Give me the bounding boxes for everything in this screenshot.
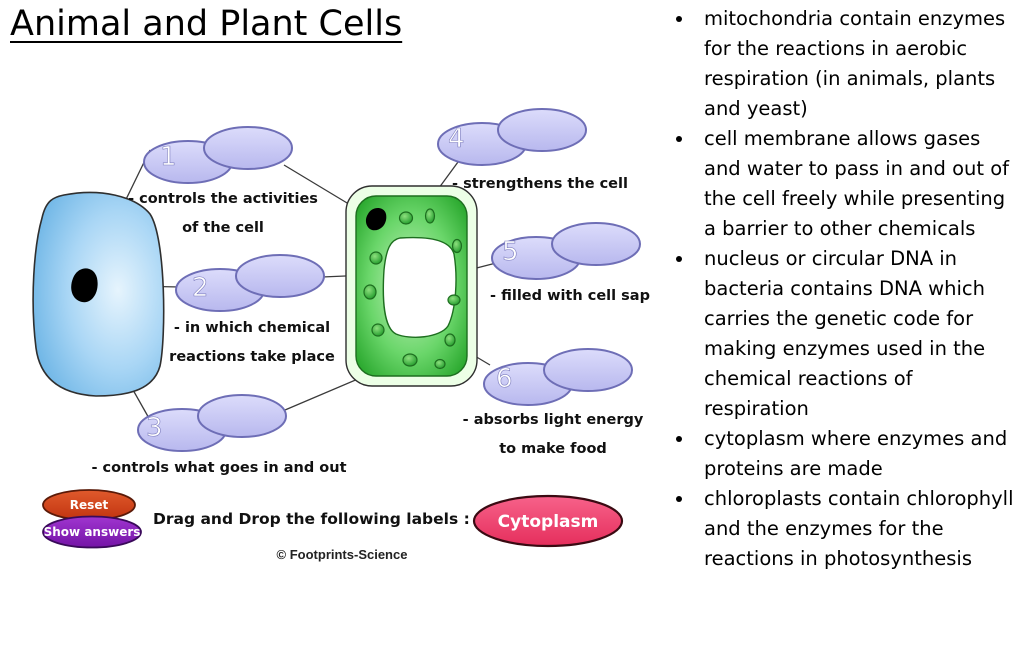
- chloroplasts: [363, 208, 463, 370]
- drop-zone-1[interactable]: 1: [143, 126, 293, 184]
- copyright-notice: © Footprints-Science: [277, 547, 408, 562]
- drop-zone-number: 6: [496, 364, 513, 394]
- drop-zone-6[interactable]: 6: [483, 348, 633, 406]
- page-title: Animal and Plant Cells: [10, 4, 403, 44]
- plant-vacuole: [382, 236, 457, 338]
- plant-nucleus: [365, 208, 387, 231]
- caption-4-line-1: - strengthens the cell: [452, 176, 628, 192]
- cytoplasm-draggable-text: Cytoplasm: [498, 512, 599, 532]
- show-answers-button-label: Show answers: [44, 525, 141, 539]
- chloroplast: [447, 294, 461, 306]
- caption-2-line-2: reactions take place: [169, 349, 335, 365]
- caption-3-line-1: - controls what goes in and out: [91, 460, 346, 476]
- drop-zone-number: 3: [146, 413, 163, 443]
- animal-cell-membrane: [32, 191, 165, 397]
- drop-zone-number: 4: [448, 124, 465, 154]
- chloroplast: [444, 333, 456, 347]
- drop-zone-5[interactable]: 5: [491, 222, 641, 280]
- caption-6-line-1: - absorbs light energy: [463, 412, 644, 428]
- drop-zone-number: 2: [192, 273, 209, 303]
- drop-zone-number: 1: [160, 142, 177, 172]
- chloroplast: [398, 211, 414, 225]
- show-answers-button[interactable]: Show answers: [42, 515, 142, 549]
- drop-zone-4[interactable]: 4: [437, 108, 587, 166]
- chloroplast: [371, 323, 385, 337]
- chloroplast: [402, 353, 418, 367]
- drop-zone-3[interactable]: 3: [137, 394, 287, 452]
- drop-zone-number: 5: [502, 237, 519, 267]
- cytoplasm-draggable-label[interactable]: Cytoplasm: [472, 494, 624, 548]
- animal-cell: [32, 191, 165, 397]
- chloroplast: [369, 251, 383, 265]
- caption-2-line-1: - in which chemical: [174, 320, 330, 336]
- captions: - controls the activities of the cell - …: [91, 176, 649, 476]
- reset-button[interactable]: Reset: [42, 489, 136, 521]
- chloroplast: [434, 358, 446, 370]
- fact-cytoplasm: cytoplasm where enzymes and proteins are…: [668, 424, 1020, 484]
- drop-zone-2[interactable]: 2: [175, 254, 325, 312]
- fact-chloroplasts: chloroplasts contain chlorophyll and the…: [668, 484, 1020, 574]
- drag-drop-instruction: Drag and Drop the following labels :: [153, 510, 470, 528]
- chloroplast: [363, 284, 377, 300]
- fact-cell-membrane: cell membrane allows gases and water to …: [668, 124, 1020, 244]
- chloroplast: [424, 208, 436, 224]
- fact-mitochondria: mitochondria contain enzymes for the rea…: [668, 4, 1020, 124]
- chloroplast: [451, 238, 463, 254]
- caption-1-line-1: - controls the activities: [128, 191, 318, 207]
- facts-list: mitochondria contain enzymes for the rea…: [668, 4, 1020, 574]
- caption-6-line-2: to make food: [499, 441, 607, 457]
- cell-diagram: 1 2 3 4 5 6 - controls the activities of…: [32, 108, 650, 562]
- fact-nucleus: nucleus or circular DNA in bacteria cont…: [668, 244, 1020, 424]
- animal-nucleus: [71, 268, 98, 303]
- reset-button-label: Reset: [70, 498, 109, 512]
- caption-1-line-2: of the cell: [182, 220, 264, 236]
- plant-cell: [345, 185, 478, 387]
- caption-5-line-1: - filled with cell sap: [490, 288, 650, 304]
